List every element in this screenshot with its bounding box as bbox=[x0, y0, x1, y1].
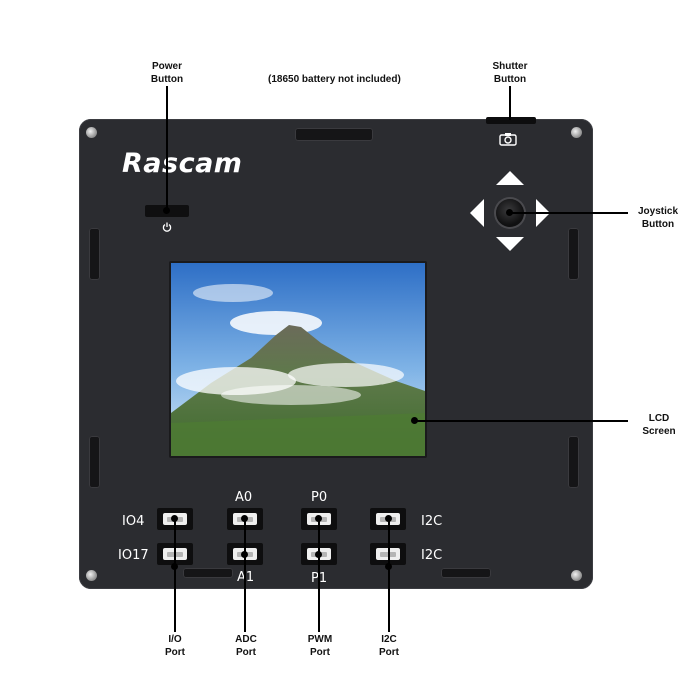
joystick-left-arrow-icon bbox=[470, 199, 484, 227]
joystick-down-arrow-icon bbox=[496, 237, 524, 251]
io-leader-dot-top bbox=[171, 515, 178, 522]
io-port-callout: I/O Port bbox=[165, 634, 185, 658]
i2c-leader-line bbox=[388, 518, 390, 632]
joystick-leader-line bbox=[510, 212, 628, 214]
port-label-i2c-bottom: I2C bbox=[421, 548, 443, 563]
lcd-leader-line bbox=[414, 420, 628, 422]
power-leader-line bbox=[166, 86, 168, 210]
pwm-leader-line bbox=[318, 518, 320, 632]
joystick-up-arrow-icon bbox=[496, 171, 524, 185]
joystick-leader-dot bbox=[506, 209, 513, 216]
shutter-button-callout: Shutter Button bbox=[492, 61, 528, 85]
right-slot-upper bbox=[568, 228, 579, 280]
pwm-leader-dot-bottom bbox=[315, 551, 322, 558]
io-leader-dot-bottom bbox=[171, 563, 178, 570]
lcd-screen bbox=[169, 261, 427, 458]
power-icon bbox=[162, 222, 172, 235]
right-slot-lower bbox=[568, 436, 579, 488]
lcd-screen-callout: LCD Screen bbox=[642, 413, 676, 437]
power-leader-dot bbox=[163, 207, 170, 214]
left-slot-upper bbox=[89, 228, 100, 280]
i2c-port-callout: I2C Port bbox=[379, 634, 399, 658]
joystick-button-callout: Joystick Button bbox=[637, 206, 679, 230]
pwm-leader-dot-top bbox=[315, 515, 322, 522]
left-slot-lower bbox=[89, 436, 100, 488]
battery-note: (18650 battery not included) bbox=[268, 74, 401, 85]
screw-top-left bbox=[86, 127, 97, 138]
i2c-leader-dot-top bbox=[385, 515, 392, 522]
mountain-photo bbox=[171, 263, 425, 456]
screw-top-right bbox=[571, 127, 582, 138]
brand-logo: Rascam bbox=[122, 148, 243, 179]
power-button-callout: Power Button bbox=[150, 61, 184, 85]
shutter-button[interactable] bbox=[486, 117, 536, 124]
lcd-leader-dot bbox=[411, 417, 418, 424]
adc-leader-line bbox=[244, 518, 246, 632]
adc-leader-dot-bottom bbox=[241, 551, 248, 558]
port-label-io4: IO4 bbox=[122, 514, 145, 529]
top-slot bbox=[295, 128, 373, 141]
bottom-slot-left bbox=[183, 568, 233, 578]
port-label-a0: A0 bbox=[235, 490, 253, 505]
bottom-slot-right bbox=[441, 568, 491, 578]
port-label-p0: P0 bbox=[311, 490, 328, 505]
screw-bottom-left bbox=[86, 570, 97, 581]
adc-leader-dot-top bbox=[241, 515, 248, 522]
i2c-leader-dot-bottom bbox=[385, 563, 392, 570]
camera-icon bbox=[499, 132, 517, 146]
adc-port-callout: ADC Port bbox=[235, 634, 257, 658]
screw-bottom-right bbox=[571, 570, 582, 581]
io-leader-line bbox=[174, 518, 176, 632]
port-label-io17: IO17 bbox=[118, 548, 149, 563]
shutter-leader-line bbox=[509, 86, 511, 120]
pwm-port-callout: PWM Port bbox=[307, 634, 333, 658]
port-label-i2c-top: I2C bbox=[421, 514, 443, 529]
